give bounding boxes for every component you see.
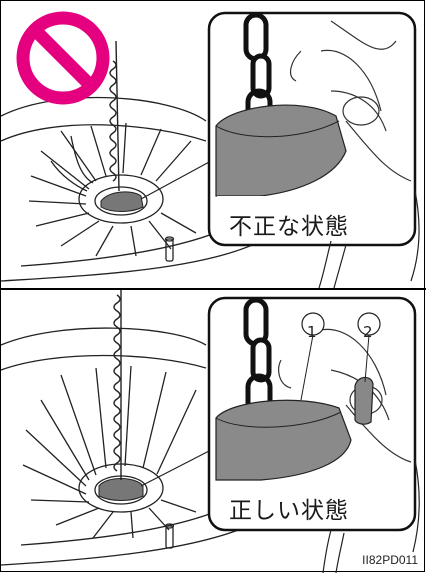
incorrect-state-panel: 不正な状態	[1, 1, 426, 288]
incorrect-state-drawing	[1, 11, 420, 288]
detail-inset	[207, 296, 417, 532]
correct-state-panel: 正しい状態 1 2	[1, 290, 426, 573]
callout-1-label: 1	[307, 323, 317, 341]
correct-state-drawing	[1, 290, 420, 573]
correct-state-caption: 正しい状態	[229, 498, 349, 524]
panel-divider	[1, 288, 426, 290]
hook-plate	[98, 478, 144, 501]
chain	[109, 40, 120, 192]
figure-code: II82PD011	[362, 553, 418, 567]
hook-plate	[100, 191, 144, 212]
incorrect-state-caption: 不正な状態	[229, 214, 349, 240]
callout-1	[300, 312, 325, 401]
callout-2-label: 2	[363, 323, 373, 341]
pin	[354, 376, 374, 425]
spare-wheel	[1, 96, 262, 282]
callout-2	[357, 312, 381, 383]
detail-inset	[207, 11, 417, 247]
no-entry-icon	[16, 11, 110, 105]
chain	[113, 290, 122, 480]
